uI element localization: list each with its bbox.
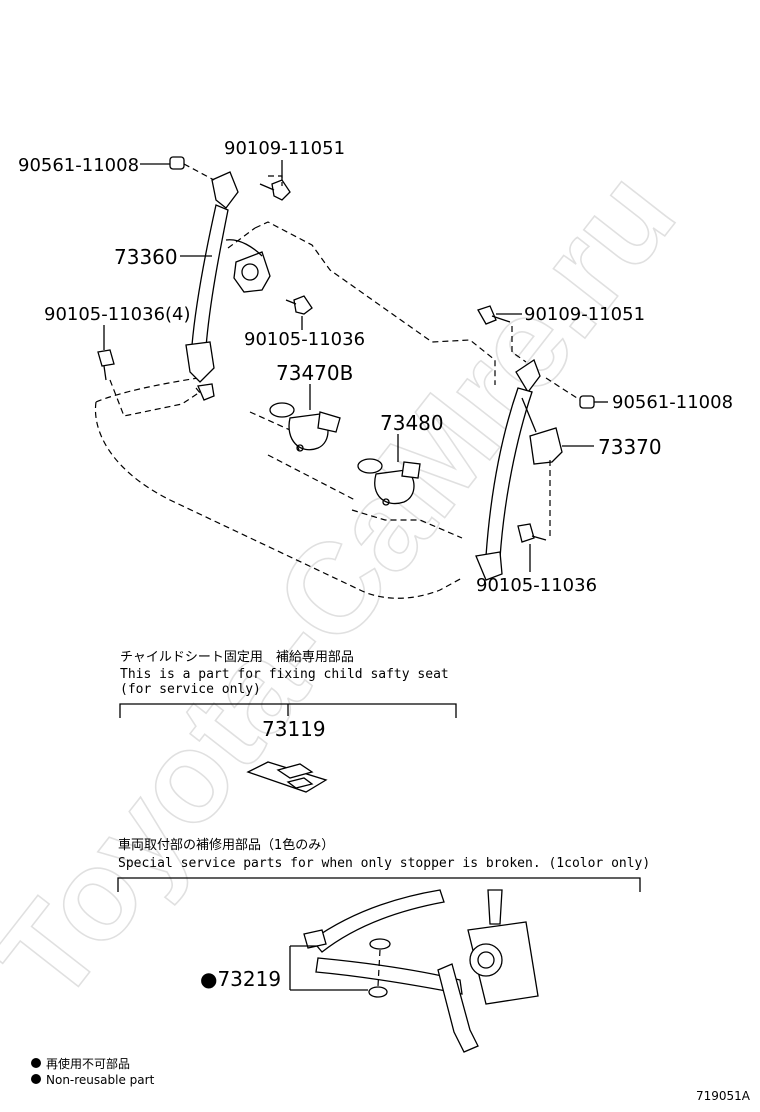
part-label-73470b: 73470B bbox=[276, 361, 353, 385]
non-reusable-dot-icon bbox=[31, 1074, 41, 1084]
child-anchor-73470b bbox=[269, 402, 341, 452]
stopper-assembly-drawing bbox=[289, 889, 539, 1053]
fasteners bbox=[97, 156, 595, 543]
child-seat-note-en-2: (for service only) bbox=[120, 682, 261, 697]
stopper-note-en: Special service parts for when only stop… bbox=[118, 856, 650, 871]
part-label-90109-11051-top: 90109-11051 bbox=[224, 138, 345, 159]
leader-lines bbox=[103, 160, 608, 572]
right-belt-73370 bbox=[475, 359, 563, 581]
stopper-service-section: 車両取付部の補修用部品（1色のみ） Special service parts … bbox=[117, 837, 650, 1053]
part-label-73119: 73119 bbox=[262, 717, 326, 741]
bracket-73119 bbox=[246, 761, 328, 793]
part-label-73360: 73360 bbox=[114, 245, 178, 269]
part-label-90109-11051-right: 90109-11051 bbox=[524, 304, 645, 325]
part-label-90105-11036-bottom: 90105-11036 bbox=[476, 575, 597, 596]
part-label-90561-11008-right: 90561-11008 bbox=[612, 392, 733, 413]
left-belt-73360 bbox=[185, 171, 271, 401]
child-seat-note-jp: チャイルドシート固定用 補給専用部品 bbox=[120, 650, 354, 665]
part-label-90561-11008-left: 90561-11008 bbox=[18, 155, 139, 176]
child-seat-note-en-1: This is a part for fixing child safty se… bbox=[120, 667, 449, 682]
legend-non-reusable-en: Non-reusable part bbox=[46, 1073, 155, 1087]
legend-non-reusable-jp: 再使用不可部品 bbox=[46, 1056, 130, 1071]
part-label-73219: ●73219 bbox=[200, 967, 281, 991]
stopper-note-jp: 車両取付部の補修用部品（1色のみ） bbox=[118, 837, 334, 853]
figure-id: 719051A bbox=[696, 1089, 751, 1103]
legend: 再使用不可部品 Non-reusable part bbox=[31, 1056, 155, 1087]
child-seat-service-section: チャイルドシート固定用 補給専用部品 This is a part for fi… bbox=[119, 650, 457, 793]
part-label-90105-11036-4: 90105-11036(4) bbox=[44, 304, 191, 325]
child-anchor-73480 bbox=[357, 458, 421, 506]
non-reusable-dot-icon bbox=[31, 1058, 41, 1068]
part-label-73370: 73370 bbox=[598, 435, 662, 459]
part-label-90105-11036-mid: 90105-11036 bbox=[244, 329, 365, 350]
part-label-73480: 73480 bbox=[380, 411, 444, 435]
part-labels: 90561-11008 90109-11051 73360 90105-1103… bbox=[18, 138, 733, 596]
